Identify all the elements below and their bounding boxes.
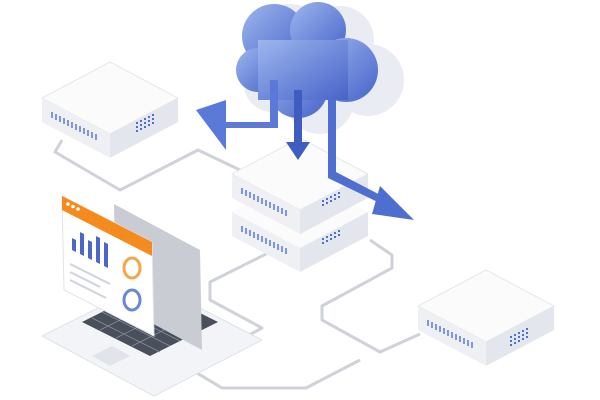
window-header xyxy=(62,196,152,256)
server-center-stack xyxy=(230,137,370,272)
cable-topleft-to-center xyxy=(53,139,241,192)
laptop xyxy=(40,195,264,397)
server-vent xyxy=(51,112,97,140)
server-bottom-right xyxy=(416,269,556,366)
bar-chart-icon xyxy=(72,232,108,268)
window-dots xyxy=(66,202,80,211)
cable-center-to-right xyxy=(320,238,421,354)
server-grille xyxy=(322,192,340,244)
server-top-left xyxy=(40,61,180,158)
text-placeholder-lines xyxy=(69,263,111,299)
cloud-icon xyxy=(236,2,378,118)
server-grille xyxy=(136,114,154,132)
cloud xyxy=(196,2,414,220)
server-vent xyxy=(241,188,287,254)
arrow-right xyxy=(328,100,414,220)
cable-laptop-to-right xyxy=(181,358,361,390)
arrow-left xyxy=(196,80,278,150)
server-grille xyxy=(510,328,528,346)
donut-chart-icon xyxy=(122,256,142,312)
laptop-touchpad xyxy=(92,346,130,366)
server-vent xyxy=(427,320,473,348)
arrow-down xyxy=(286,90,310,160)
